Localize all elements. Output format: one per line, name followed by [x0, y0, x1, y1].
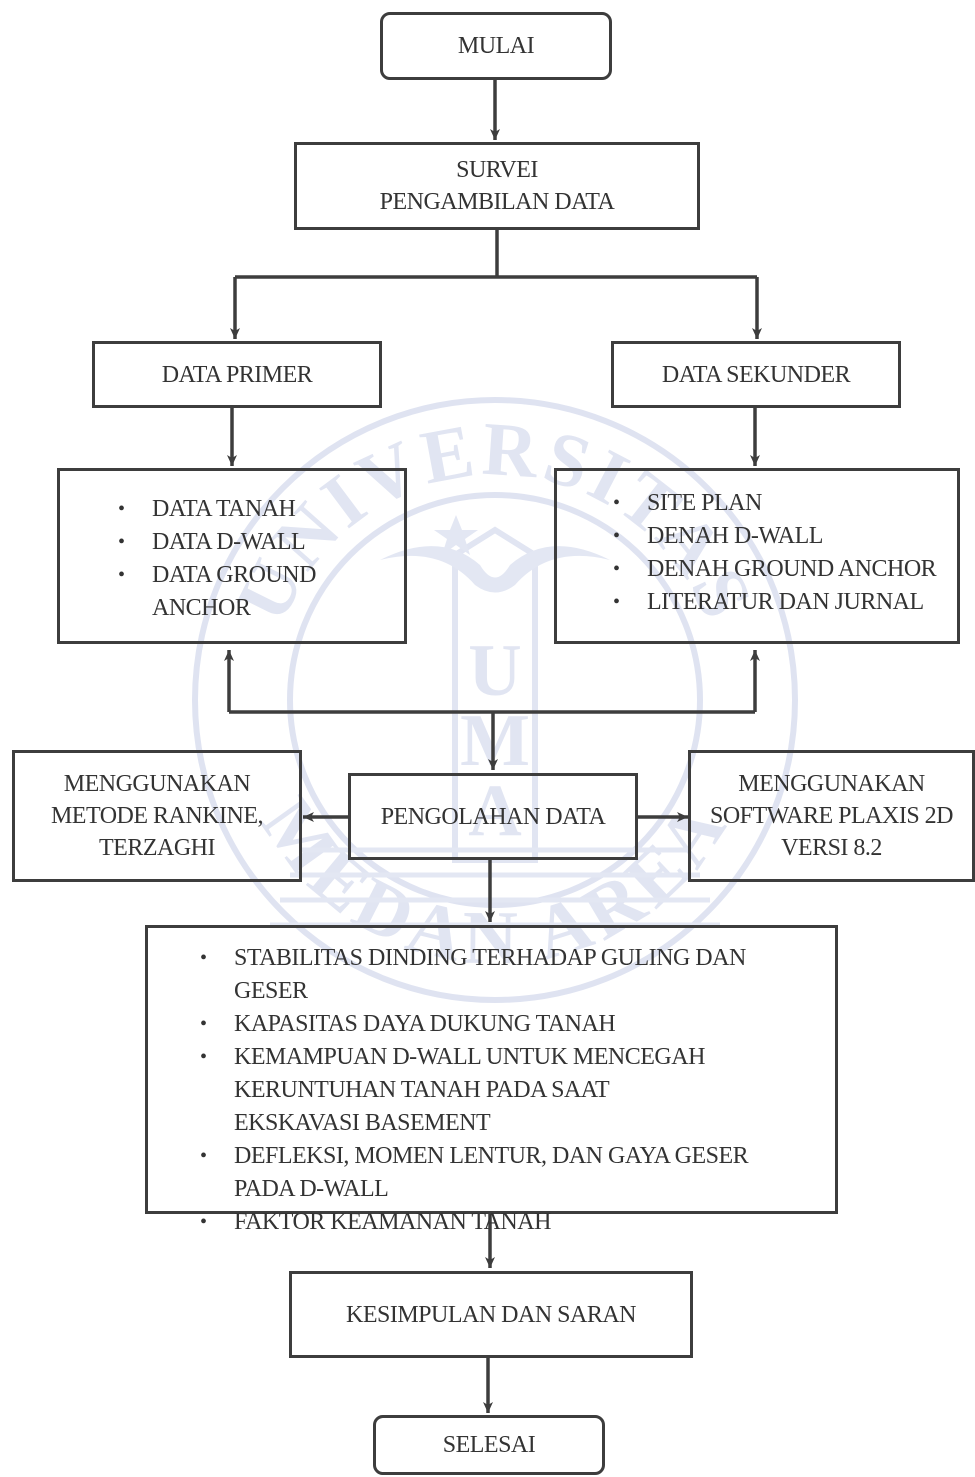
method-right-line1: MENGGUNAKAN	[738, 771, 925, 797]
primary-items-list: DATA TANAH DATA D-WALL DATA GROUND ANCHO…	[118, 493, 368, 625]
method-right-line2: SOFTWARE PLAXIS 2D	[709, 803, 954, 829]
processing-node: PENGOLAHAN DATA	[348, 773, 638, 860]
start-label: MULAI	[457, 33, 535, 59]
list-item: SITE PLAN	[613, 487, 951, 520]
method-left-line1: MENGGUNAKAN	[63, 771, 251, 797]
results-list: STABILITAS DINDING TERHADAP GULING DAN G…	[200, 942, 800, 1239]
list-item: DENAH GROUND ANCHOR	[613, 553, 951, 586]
list-item: LITERATUR DAN JURNAL	[613, 586, 951, 619]
method-left-line3: TERZAGHI	[99, 835, 215, 861]
method-left-line2: METODE RANKINE,	[50, 803, 264, 829]
method-right-node: MENGGUNAKAN SOFTWARE PLAXIS 2D VERSI 8.2	[688, 750, 975, 882]
primary-items-node: DATA TANAH DATA D-WALL DATA GROUND ANCHO…	[57, 468, 407, 644]
secondary-data-node: DATA SEKUNDER	[611, 341, 901, 408]
list-item: DATA GROUND ANCHOR	[118, 559, 368, 625]
conclusion-node: KESIMPULAN DAN SARAN	[289, 1271, 693, 1358]
secondary-data-label: DATA SEKUNDER	[661, 361, 851, 388]
primary-data-label: DATA PRIMER	[161, 361, 313, 388]
list-item: DEFLEKSI, MOMEN LENTUR, DAN GAYA GESER P…	[200, 1140, 800, 1206]
survey-label-line2: PENGAMBILAN DATA	[379, 189, 615, 215]
list-item: FAKTOR KEAMANAN TANAH	[200, 1206, 800, 1239]
results-node: STABILITAS DINDING TERHADAP GULING DAN G…	[145, 925, 838, 1239]
list-item: DENAH D-WALL	[613, 520, 951, 553]
end-node: SELESAI	[373, 1415, 605, 1475]
start-node: MULAI	[380, 12, 612, 80]
method-right-line3: VERSI 8.2	[781, 835, 882, 861]
end-label: SELESAI	[442, 1432, 536, 1458]
survey-node: SURVEI PENGAMBILAN DATA	[294, 142, 700, 230]
list-item: DATA TANAH	[118, 493, 368, 526]
primary-data-node: DATA PRIMER	[92, 341, 382, 408]
list-item: KEMAMPUAN D-WALL UNTUK MENCEGAH KERUNTUH…	[200, 1041, 800, 1140]
secondary-items-node: SITE PLAN DENAH D-WALL DENAH GROUND ANCH…	[554, 468, 960, 644]
method-left-node: MENGGUNAKAN METODE RANKINE, TERZAGHI	[12, 750, 302, 882]
secondary-items-list: SITE PLAN DENAH D-WALL DENAH GROUND ANCH…	[613, 487, 951, 619]
conclusion-label: KESIMPULAN DAN SARAN	[345, 1301, 637, 1328]
processing-label: PENGOLAHAN DATA	[380, 803, 606, 830]
list-item: KAPASITAS DAYA DUKUNG TANAH	[200, 1008, 800, 1041]
survey-label-line1: SURVEI	[456, 157, 538, 183]
list-item: DATA D-WALL	[118, 526, 368, 559]
list-item: STABILITAS DINDING TERHADAP GULING DAN G…	[200, 942, 800, 1008]
